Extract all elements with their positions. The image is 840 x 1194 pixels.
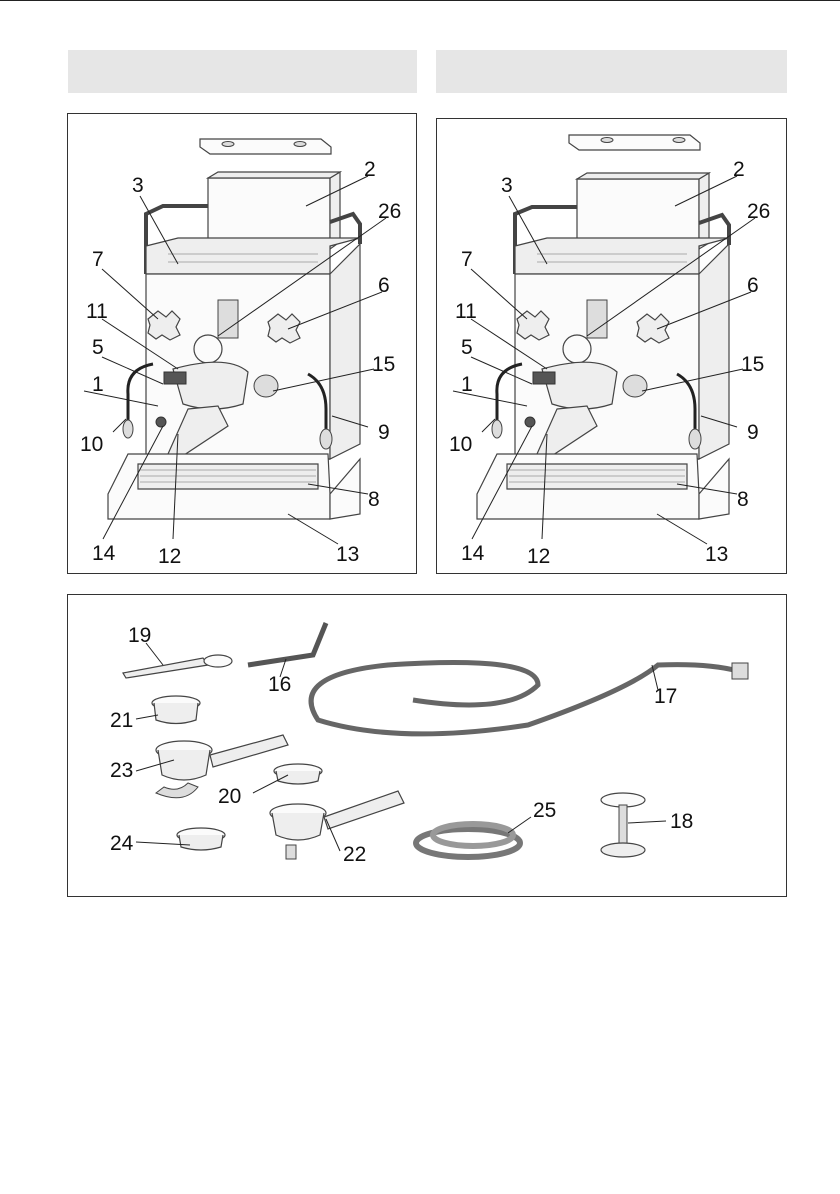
machine-diagram-panel-right: 2 3 26 7 6 11 5 15 1 10 9 8 14 12 13 <box>436 118 787 574</box>
callout-7: 7 <box>461 248 473 271</box>
callout-17: 17 <box>654 685 677 708</box>
callout-6: 6 <box>378 274 390 297</box>
callout-7: 7 <box>92 248 104 271</box>
callout-21: 21 <box>110 709 133 732</box>
machine-drawing <box>108 139 360 519</box>
header-bar-right <box>436 50 787 93</box>
callout-14: 14 <box>92 542 116 565</box>
callout-24: 24 <box>110 832 134 855</box>
accessories-drawing <box>123 623 748 859</box>
callout-10: 10 <box>449 433 472 456</box>
callout-leaders <box>136 643 666 851</box>
callout-15: 15 <box>372 353 395 376</box>
callout-11: 11 <box>86 300 108 323</box>
machine-illustration-right: 2 3 26 7 6 11 5 15 1 10 9 8 14 12 13 <box>437 119 788 575</box>
callout-8: 8 <box>737 488 749 511</box>
callout-10: 10 <box>80 433 103 456</box>
callout-25: 25 <box>533 799 556 822</box>
callout-20: 20 <box>218 785 241 808</box>
callout-9: 9 <box>378 421 390 444</box>
machine-drawing <box>477 135 729 519</box>
machine-diagram-panel-left: 2 3 26 7 6 11 5 15 1 10 9 8 14 12 13 <box>67 113 417 574</box>
callout-1: 1 <box>92 373 104 396</box>
callout-15: 15 <box>741 353 764 376</box>
page-top-rule <box>0 0 840 1</box>
header-bar-left <box>68 50 417 93</box>
callout-3: 3 <box>501 174 513 197</box>
callout-3: 3 <box>132 174 144 197</box>
callout-22: 22 <box>343 843 366 866</box>
callout-12: 12 <box>527 545 550 568</box>
callout-5: 5 <box>92 336 104 359</box>
callout-19: 19 <box>128 624 151 647</box>
callout-16: 16 <box>268 673 291 696</box>
callout-26: 26 <box>747 200 770 223</box>
callout-9: 9 <box>747 421 759 444</box>
callout-18: 18 <box>670 810 693 833</box>
callout-26: 26 <box>378 200 401 223</box>
accessories-illustration: 19 16 17 21 23 20 24 22 25 18 <box>68 595 788 898</box>
accessories-diagram-panel: 19 16 17 21 23 20 24 22 25 18 <box>67 594 787 897</box>
callout-12: 12 <box>158 545 181 568</box>
callout-2: 2 <box>364 158 376 181</box>
callout-13: 13 <box>705 543 728 566</box>
callout-2: 2 <box>733 158 745 181</box>
callout-6: 6 <box>747 274 759 297</box>
machine-illustration-left: 2 3 26 7 6 11 5 15 1 10 9 8 14 12 13 <box>68 114 418 575</box>
callout-13: 13 <box>336 543 359 566</box>
callout-5: 5 <box>461 336 473 359</box>
callout-1: 1 <box>461 373 473 396</box>
callout-11: 11 <box>455 300 477 323</box>
callout-8: 8 <box>368 488 380 511</box>
callout-14: 14 <box>461 542 485 565</box>
callout-23: 23 <box>110 759 133 782</box>
